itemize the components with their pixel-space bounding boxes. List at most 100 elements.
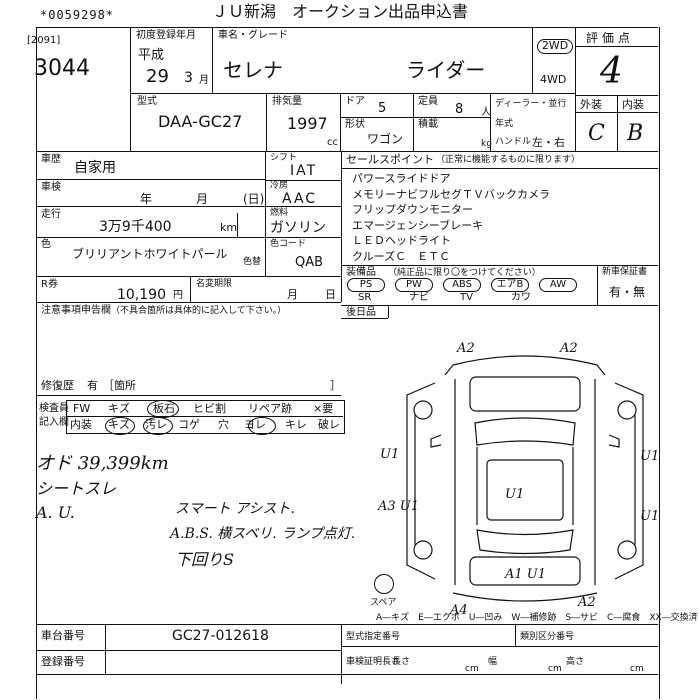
check-item[interactable]: 破レ xyxy=(318,418,340,431)
inspection-year-unit: 年 xyxy=(140,192,153,206)
color-label: 色 xyxy=(41,239,51,250)
handle-label: ハンドル xyxy=(495,137,532,147)
first-reg-year: 29 xyxy=(146,66,169,87)
inspector-label: 検査員 xyxy=(39,403,69,414)
check-item[interactable]: キレ xyxy=(285,418,307,431)
new-car-warranty-label: 新車保証書 xyxy=(602,267,648,277)
equipment-note: （純正品に限り〇をつけてください） xyxy=(388,268,541,278)
usage-value: 自家用 xyxy=(74,160,116,176)
model-name: セレナ xyxy=(223,58,283,82)
bottom-field-label: 幅 xyxy=(488,657,498,667)
name-change-label: 名変期限 xyxy=(196,279,233,289)
header-rule xyxy=(36,27,658,28)
sales-point-item: パワースライドドア xyxy=(352,172,451,185)
lot-number: 3044 xyxy=(34,56,90,81)
form-title: ＪＵ新潟 オークション出品申込書 xyxy=(212,2,469,21)
capacity-unit: 人 xyxy=(481,107,491,118)
inspection-month-unit: 月 xyxy=(196,192,209,206)
first-reg-label: 初度登録年月 xyxy=(136,30,196,41)
color-code-label: 色コード xyxy=(270,239,307,249)
note-smart-assist: スマート アシスト. xyxy=(175,501,295,517)
equipment-option[interactable]: ABS xyxy=(443,278,481,292)
bottom-field-label: 類別区分番号 xyxy=(520,632,575,642)
displacement-label: 排気量 xyxy=(272,96,302,107)
sales-point-item: フリップダウンモニター xyxy=(352,203,473,216)
check-item[interactable]: コゲ xyxy=(178,418,200,431)
diagram-damage-label: A2 xyxy=(560,341,578,356)
load-label: 積載 xyxy=(418,119,438,130)
cautions-note: （不具合箇所は具体的に記入して下さい。） xyxy=(111,306,287,316)
sales-point-item: エマージェンシーブレーキ xyxy=(352,218,484,232)
notes-label: 記入欄 xyxy=(39,417,69,428)
check-item[interactable]: キズ xyxy=(108,402,130,415)
load-unit: kg xyxy=(481,139,492,149)
check-mark-circle xyxy=(147,400,179,418)
sales-point-item: クルーズＣ ＥＴＣ xyxy=(352,249,451,263)
doors-label: ドア xyxy=(345,96,365,107)
chassis-label: 車台番号 xyxy=(41,629,85,642)
equipment-option-label: SR xyxy=(358,292,372,303)
bottom-field-label: cm xyxy=(548,664,562,674)
recycle-value: 10,190 xyxy=(117,287,166,303)
mileage-unit: km xyxy=(220,221,238,234)
diagram-damage-label: A1 U1 xyxy=(505,567,547,582)
drive-2wd[interactable]: 2WD xyxy=(537,39,573,54)
check-mark-circle xyxy=(248,417,276,435)
check-mark-circle xyxy=(105,417,135,435)
equipment-option-label: ナビ xyxy=(409,292,429,303)
check-item[interactable]: ヒビ割 xyxy=(193,402,226,415)
repair-history-bracket-close: ］ xyxy=(330,379,341,392)
check-item[interactable]: 内装 xyxy=(70,418,92,431)
new-car-warranty-value: 有・無 xyxy=(609,285,646,299)
check-item[interactable]: リペア跡 xyxy=(248,402,292,415)
bottom-field-label: 型式指定番号 xyxy=(346,632,401,642)
ac-value: AAC xyxy=(282,191,318,207)
exterior-label: 外装 xyxy=(580,98,602,111)
lot-box-divider xyxy=(130,27,131,151)
displacement-value: 1997 xyxy=(287,114,328,133)
equipment-option-label: カワ xyxy=(511,292,531,303)
diagram-damage-label: A2 xyxy=(578,595,596,610)
type-value: DAA-GC27 xyxy=(158,112,243,131)
note-abs-line: A.B.S. 横スベリ. ランプ点灯. xyxy=(170,526,356,542)
registration-label: 登録番号 xyxy=(41,655,85,668)
type-label: 型式 xyxy=(137,96,157,107)
bottom-field-label: 車検証明長さ xyxy=(346,657,401,667)
mileage-value: 3万9千400 xyxy=(99,219,172,235)
inspection-label: 車検 xyxy=(41,182,61,193)
note-au: A. U. xyxy=(36,503,75,522)
repair-history-value: 有 xyxy=(87,379,98,392)
first-reg-era: 平成 xyxy=(138,48,165,63)
note-seat-wear: シートスレ xyxy=(36,479,117,498)
mileage-label: 走行 xyxy=(41,209,61,220)
score-value: 4 xyxy=(600,51,623,92)
repair-history-bracket: ［箇所 xyxy=(103,379,136,392)
equipment-option[interactable]: エアB xyxy=(491,278,529,292)
color-value: ブリリアントホワイトパール xyxy=(72,247,228,261)
equipment-option[interactable]: PW xyxy=(395,278,433,292)
diagram-legend: A―キズ E―エクボ U―凹み W―補修跡 S―サビ C―腐食 XX―交換済 xyxy=(376,613,698,623)
repair-history-label: 修復歴 xyxy=(41,379,74,392)
first-reg-month: 3 xyxy=(184,70,193,86)
check-item[interactable]: ×要 xyxy=(313,402,334,415)
inspection-day-unit: (日) xyxy=(243,192,265,206)
equipment-option-label: TV xyxy=(460,292,473,303)
bottom-field-label: cm xyxy=(630,664,644,674)
equipment-option[interactable]: PS xyxy=(347,278,385,292)
fuel-label: 燃料 xyxy=(270,208,289,218)
drive-4wd[interactable]: 4WD xyxy=(540,73,567,86)
bottom-field-label: cm xyxy=(465,664,479,674)
recycle-unit: 円 xyxy=(173,290,183,301)
exterior-grade: C xyxy=(588,121,605,146)
shape-value: ワゴン xyxy=(367,132,404,146)
dealer-label: ディーラー・並行 xyxy=(495,99,567,109)
name-change-day: 日 xyxy=(325,288,336,301)
spare-tire-icon xyxy=(374,574,394,594)
equipment-label: 装備品 xyxy=(346,267,376,278)
equipment-option[interactable]: AW xyxy=(539,278,577,292)
shape-label: 形状 xyxy=(345,119,365,130)
check-item[interactable]: FW xyxy=(73,402,91,415)
check-item[interactable]: 穴 xyxy=(218,418,229,431)
score-label: 評価点 xyxy=(586,31,635,45)
interior-label: 内装 xyxy=(622,98,644,111)
